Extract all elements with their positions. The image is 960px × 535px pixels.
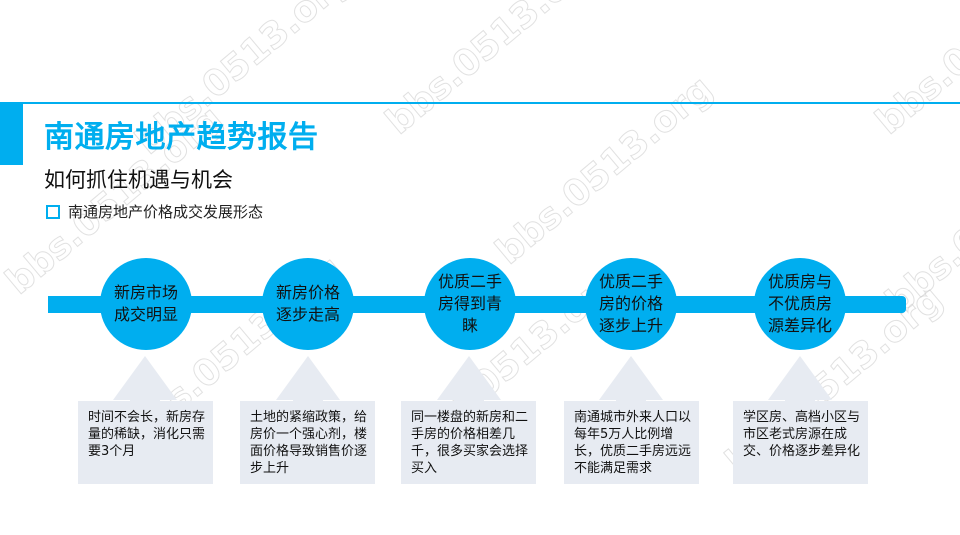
page-subtitle: 如何抓住机遇与机会 — [44, 168, 233, 192]
section-heading-text: 南通房地产价格成交发展形态 — [68, 203, 264, 221]
square-bullet-icon — [46, 205, 60, 219]
watermark: bbs.0513.org — [378, 0, 611, 143]
title-accent-bar — [0, 103, 23, 165]
watermark: bbs.0513.org — [488, 68, 721, 273]
page-title: 南通房地产趋势报告 — [44, 120, 319, 155]
timeline-description: 学区房、高档小区与市区老式房源在成交、价格逐步差异化 — [733, 401, 868, 484]
timeline-node: 新房价格逐步走高 — [262, 258, 354, 350]
section-heading: 南通房地产价格成交发展形态 — [46, 202, 263, 222]
timeline-node-label: 优质二手房得到青睐 — [437, 272, 502, 335]
timeline-description: 时间不会长，新房存量的稀缺，消化只需要3个月 — [78, 401, 213, 484]
timeline-description: 土地的紧缩政策，给房价一个强心剂，楼面价格导致销售价逐步上升 — [240, 401, 375, 484]
timeline-description: 同一楼盘的新房和二手房的价格相差几千，很多买家会选择买入 — [401, 401, 536, 484]
timeline-node-label: 新房市场成交明显 — [113, 283, 178, 324]
header-divider-line — [0, 102, 960, 104]
timeline-node-label: 新房价格逐步走高 — [275, 283, 340, 324]
timeline-node-label: 优质二手房的价格逐步上升 — [598, 272, 663, 335]
watermark: bbs.0513.org — [868, 0, 960, 143]
timeline-node-label: 优质房与不优质房源差异化 — [767, 272, 832, 335]
watermark: bbs.0513.org — [878, 118, 960, 323]
timeline-node: 新房市场成交明显 — [100, 258, 192, 350]
timeline-description: 南通城市外来人口以每年5万人比例增长，优质二手房远远不能满足需求 — [564, 401, 699, 484]
timeline-node: 优质房与不优质房源差异化 — [754, 258, 846, 350]
timeline-node: 优质二手房得到青睐 — [424, 258, 516, 350]
timeline-node: 优质二手房的价格逐步上升 — [585, 258, 677, 350]
